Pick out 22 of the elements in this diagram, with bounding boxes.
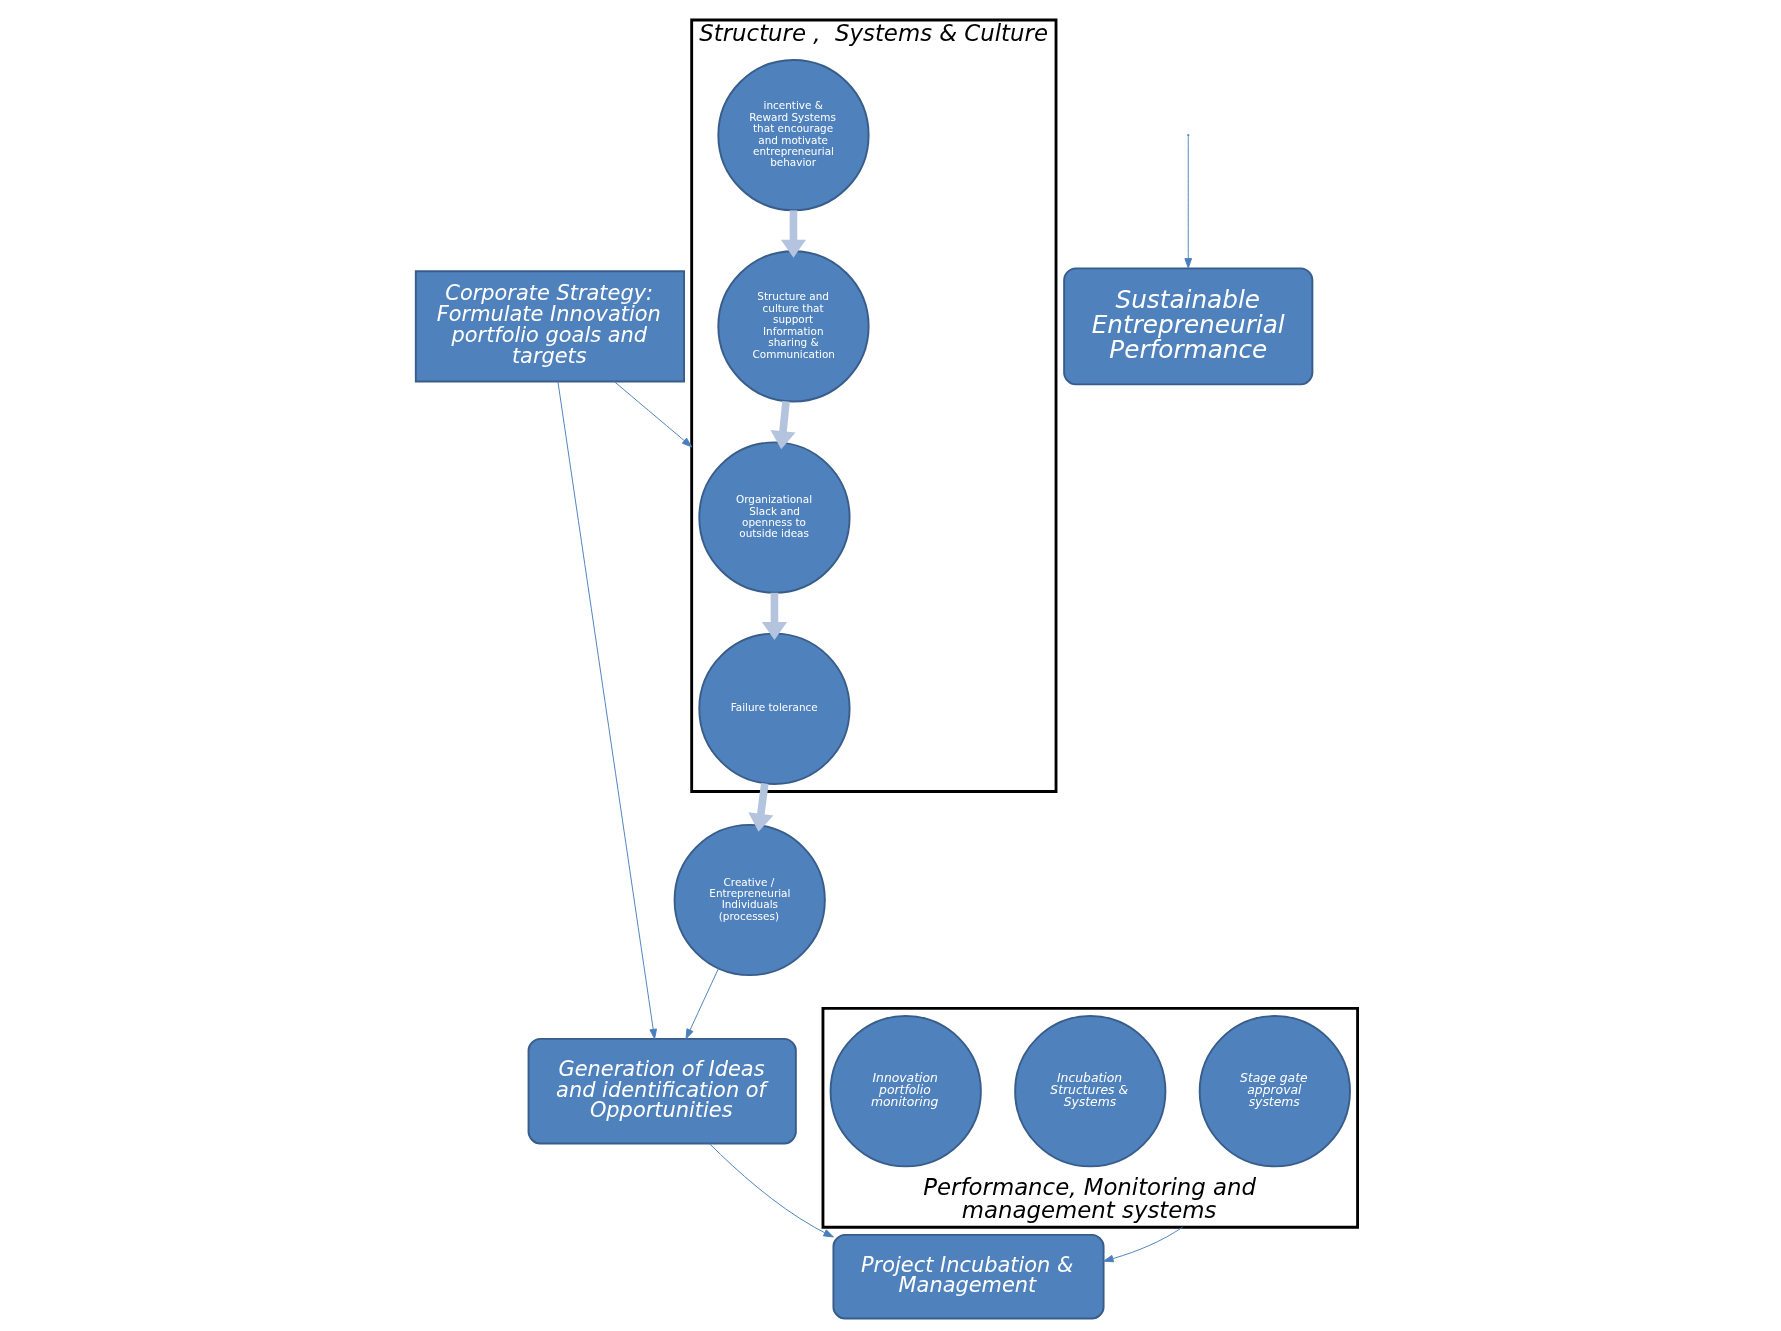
node-box: Project Incubation & Management <box>832 1233 1105 1320</box>
node-box: Generation of Ideas and identification of Opportunities <box>527 1037 797 1145</box>
arrow <box>748 782 774 832</box>
node-box: Sustainable Entrepreneurial Performance <box>1063 267 1314 386</box>
arrow <box>1184 135 1193 269</box>
node-circle: Incubation Structures & Systems <box>1014 1015 1167 1168</box>
arrow <box>613 381 693 448</box>
node-circle: Organizational Slack and openness to outside ideas <box>698 441 851 594</box>
node-circle: Innovation portfolio monitoring <box>829 1015 982 1168</box>
node-circle: Structure and culture that support Information sharing & Communication <box>717 250 870 403</box>
node-circle: Stage gate approval systems <box>1198 1015 1351 1168</box>
arrow <box>1103 1226 1184 1263</box>
arrow <box>780 210 807 258</box>
node-circle: Creative / Entrepreneurial Individuals (processes) <box>673 823 826 977</box>
arrow <box>685 968 719 1040</box>
node-circle: incentive & Reward Systems that encourage and motivate entrepreneurial behavior <box>717 59 870 212</box>
node-circle: Failure tolerance <box>698 632 851 785</box>
arrow <box>770 400 796 450</box>
arrow <box>557 381 657 1040</box>
arrow <box>761 592 788 641</box>
arrow <box>708 1143 834 1238</box>
node-box: Corporate Strategy: Formulate Innovation portfolio goals and targets <box>414 270 686 383</box>
